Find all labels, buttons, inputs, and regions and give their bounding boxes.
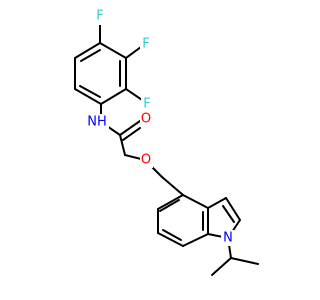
bond	[159, 199, 180, 212]
bond	[162, 229, 182, 241]
bond	[222, 205, 235, 223]
bonds	[74, 20, 259, 276]
bond	[119, 120, 141, 136]
bond	[157, 194, 184, 210]
bond	[211, 257, 232, 276]
carbonyl-oxygen: O	[140, 111, 153, 127]
bond	[182, 233, 209, 247]
indole-nitrogen: N	[221, 230, 234, 246]
atom-n-indole: N	[223, 231, 233, 246]
fluorine-atom-top: F	[94, 9, 106, 25]
bond	[230, 257, 259, 265]
bond	[80, 49, 101, 62]
bond	[74, 88, 102, 105]
bond	[119, 134, 126, 156]
bond	[161, 176, 184, 196]
bond	[207, 197, 227, 209]
atom-o-ether: O	[141, 153, 151, 168]
fluorine-atom-low: F	[141, 96, 153, 112]
atom-f-mid: F	[142, 37, 149, 52]
bond	[182, 194, 209, 209]
atom-nh: NH	[87, 115, 107, 130]
bond	[100, 88, 127, 105]
atom-labels: F F F NH O O N	[87, 9, 234, 246]
bond	[157, 232, 184, 247]
bond	[225, 197, 241, 221]
ether-oxygen: O	[140, 152, 153, 168]
atom-o-carbonyl: O	[141, 112, 151, 127]
molecule-structure: F F F NH O O N	[74, 9, 259, 276]
amide-nh: NH	[87, 114, 109, 130]
bond	[74, 42, 101, 59]
atom-f-low: F	[143, 97, 150, 112]
fluorine-atom-mid: F	[140, 36, 152, 52]
bond	[122, 127, 141, 141]
bond	[79, 85, 101, 98]
atom-f-top: F	[96, 9, 103, 24]
bond	[99, 42, 127, 59]
